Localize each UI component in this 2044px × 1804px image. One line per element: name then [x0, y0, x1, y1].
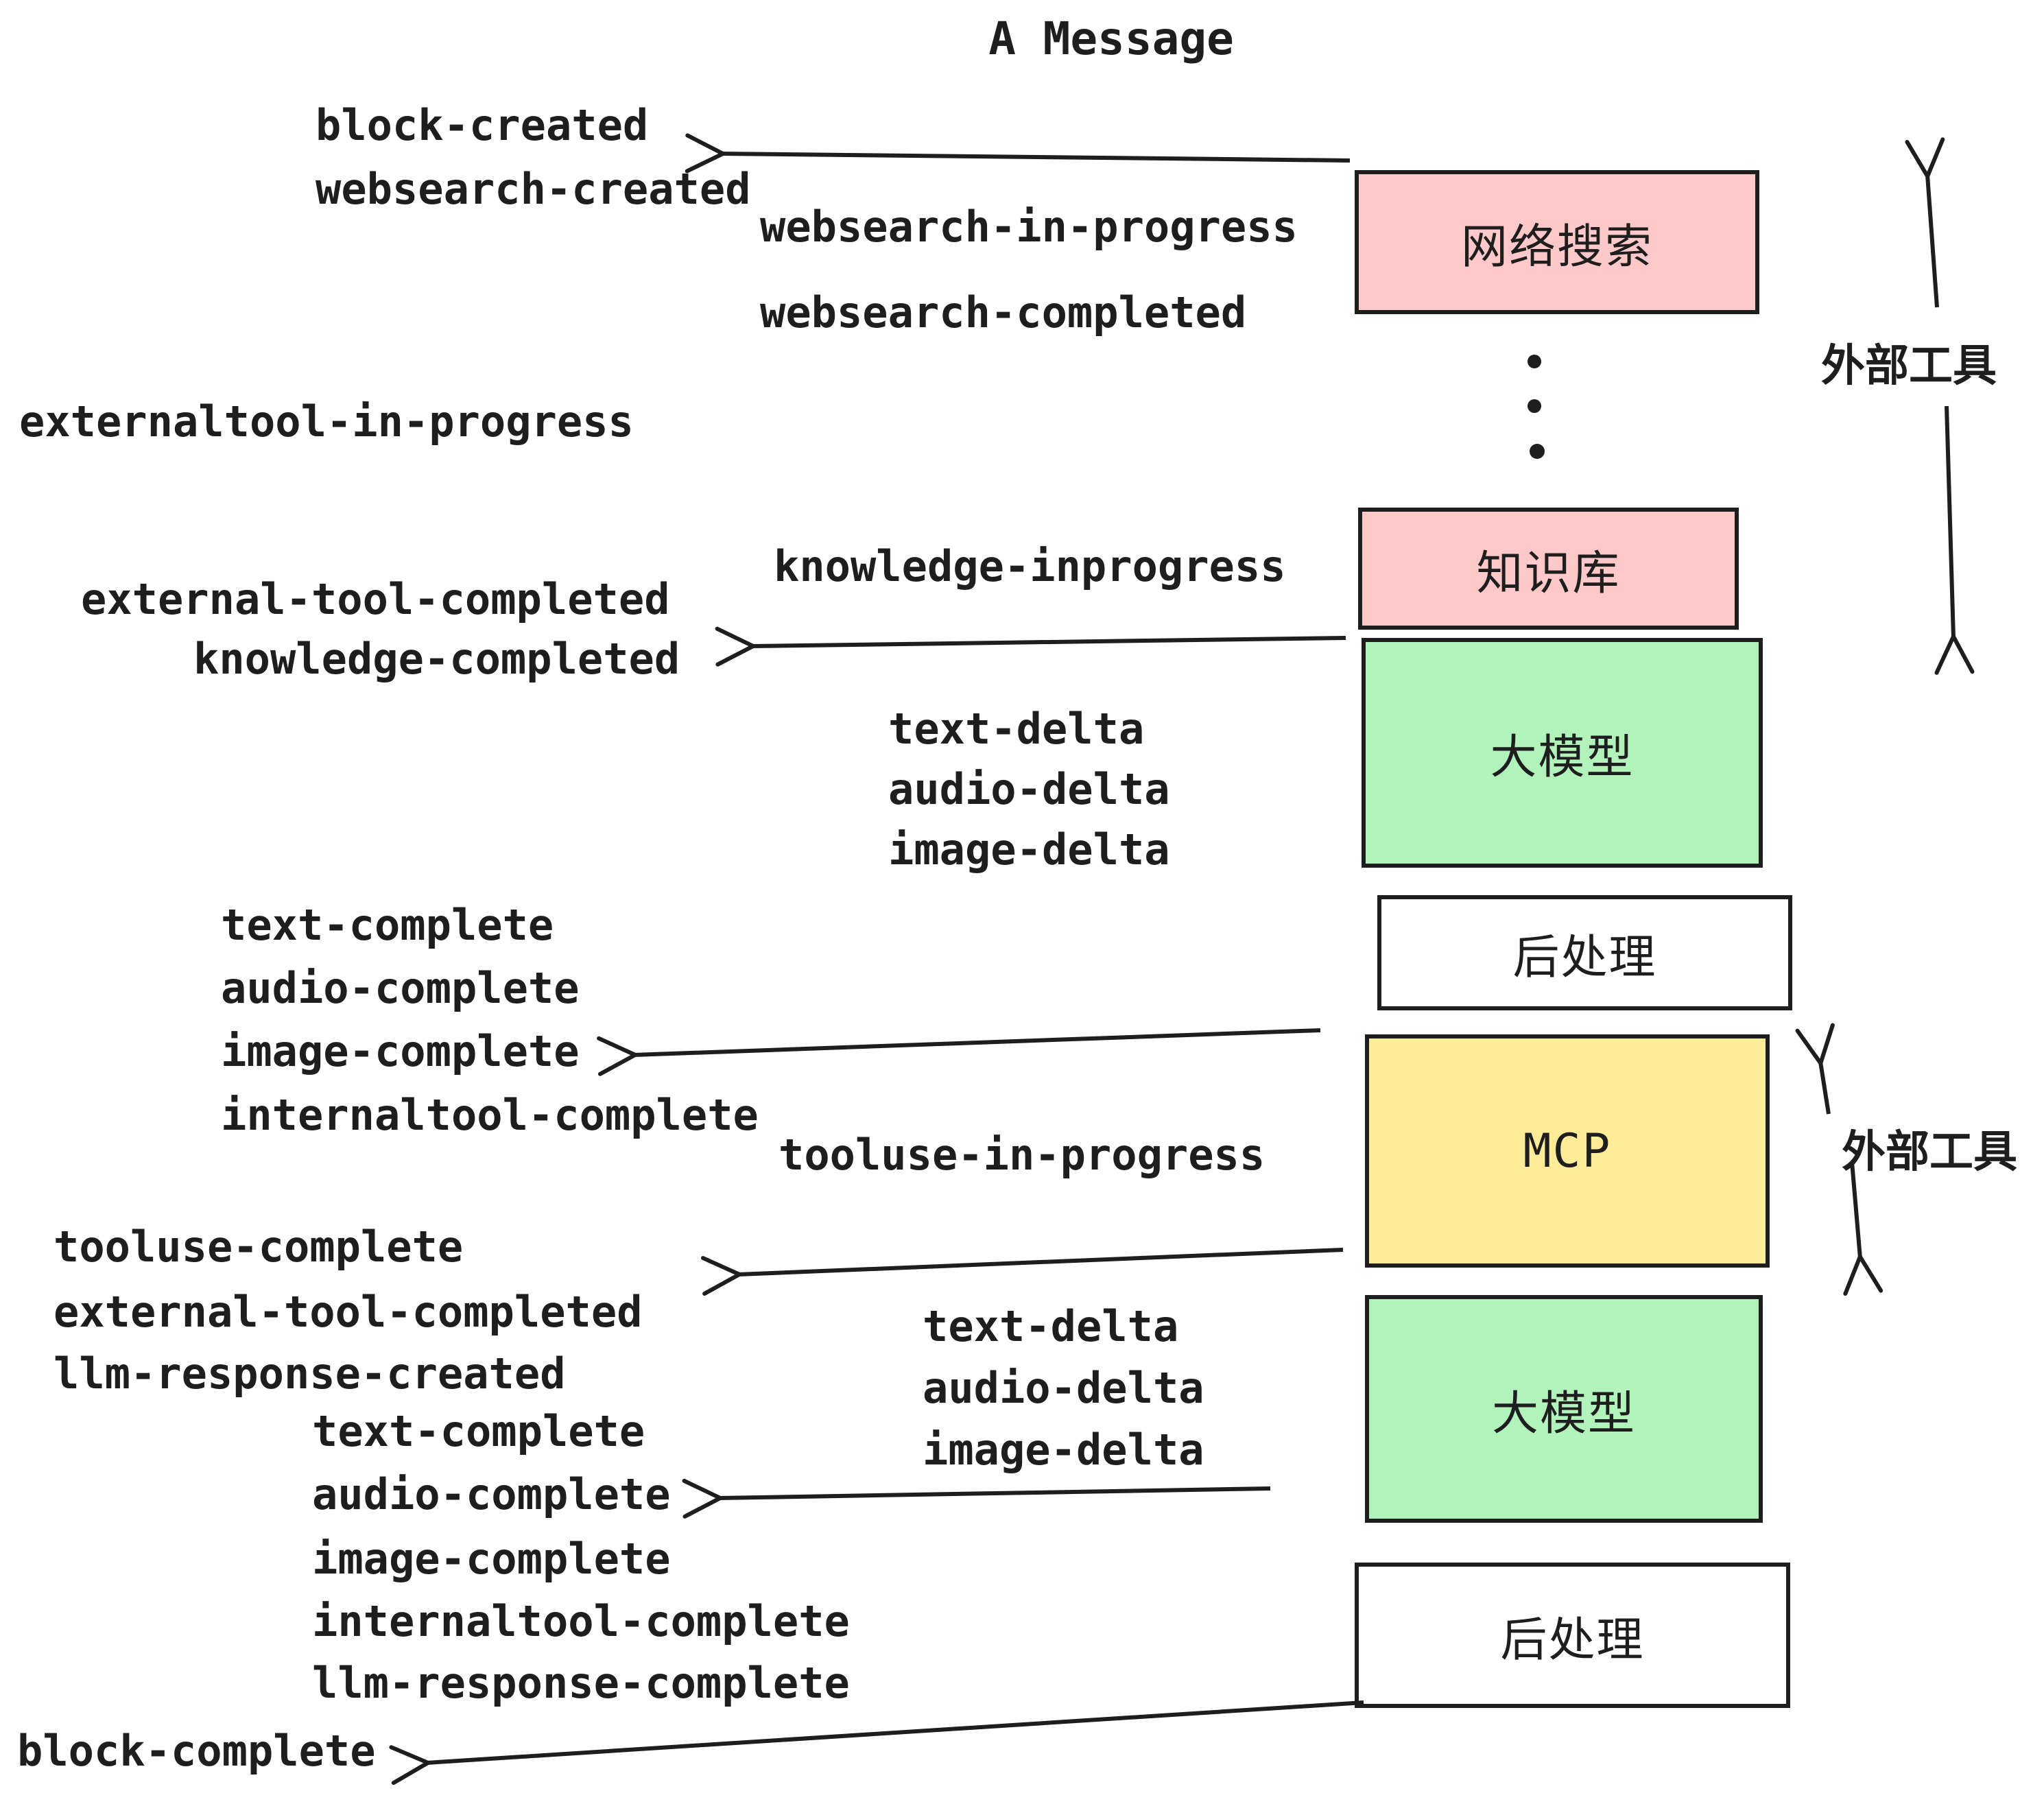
external-tools-label-2: 外部工具	[1842, 1127, 2017, 1176]
ellipsis-dots	[1528, 355, 1545, 459]
event-internaltool-complete-2: internaltool-complete	[312, 1596, 850, 1646]
event-audio-delta: audio-delta	[888, 764, 1170, 814]
event-knowledge-inprogress: knowledge-inprogress	[774, 541, 1286, 591]
box-llm-1-label: 大模型	[1490, 731, 1635, 785]
arrow-knowledge-completed	[752, 638, 1346, 646]
arrow-tooluse-complete	[738, 1248, 1344, 1274]
external-tools-2-up-arrow	[1820, 1062, 1829, 1115]
event-tooluse-complete: tooluse-complete	[54, 1222, 464, 1272]
box-postprocess-1-label: 后处理	[1512, 930, 1657, 985]
box-mcp: MCP	[1365, 1034, 1770, 1268]
arrow-image-complete	[634, 1028, 1321, 1055]
box-websearch: 网络搜索	[1355, 170, 1759, 314]
external-tools-1-down-arrow	[1947, 405, 1953, 638]
box-knowledge-label: 知识库	[1476, 546, 1621, 601]
box-llm-2: 大模型	[1365, 1295, 1763, 1523]
event-audio-complete-2: audio-complete	[312, 1469, 671, 1519]
event-llm-response-created: llm-response-created	[54, 1349, 566, 1399]
box-postprocess-2-label: 后处理	[1500, 1613, 1645, 1667]
box-knowledge: 知识库	[1358, 508, 1739, 630]
arrow-audio-complete	[719, 1488, 1271, 1498]
arrow-block-complete	[427, 1700, 1364, 1763]
box-websearch-label: 网络搜索	[1460, 219, 1653, 274]
event-block-created: block-created	[316, 100, 649, 150]
event-image-complete-2: image-complete	[312, 1534, 671, 1584]
event-tooluse-in-progress: tooluse-in-progress	[779, 1130, 1265, 1180]
event-websearch-created: websearch-created	[316, 164, 751, 214]
external-tools-label-1: 外部工具	[1821, 341, 1997, 390]
box-postprocess-2: 后处理	[1355, 1563, 1790, 1708]
event-websearch-in-progress: websearch-in-progress	[760, 202, 1298, 252]
external-tools-1-up-arrow	[1927, 175, 1937, 308]
event-llm-response-complete: llm-response-complete	[312, 1658, 850, 1708]
arrow-websearch-created	[722, 154, 1351, 161]
event-external-tool-completed-2: external-tool-completed	[54, 1287, 643, 1337]
event-block-complete: block-complete	[17, 1726, 376, 1776]
event-text-delta-2: text-delta	[923, 1301, 1179, 1351]
diagram-title: A Message	[988, 12, 1234, 65]
box-postprocess-1: 后处理	[1377, 895, 1792, 1010]
event-knowledge-completed: knowledge-completed	[193, 634, 680, 684]
event-audio-complete: audio-complete	[221, 963, 580, 1013]
event-audio-delta-2: audio-delta	[923, 1363, 1204, 1413]
event-internaltool-complete: internaltool-complete	[221, 1090, 759, 1140]
event-external-tool-completed: external-tool-completed	[81, 574, 670, 624]
box-mcp-label: MCP	[1523, 1124, 1612, 1178]
box-llm-1: 大模型	[1362, 638, 1763, 868]
event-text-delta: text-delta	[888, 704, 1145, 754]
event-externaltool-in-progress: externaltool-in-progress	[19, 396, 634, 447]
event-image-delta-2: image-delta	[923, 1425, 1204, 1475]
event-image-delta: image-delta	[888, 824, 1170, 875]
event-websearch-completed: websearch-completed	[760, 287, 1247, 337]
event-text-complete: text-complete	[221, 900, 554, 950]
event-text-complete-2: text-complete	[312, 1406, 645, 1456]
event-image-complete: image-complete	[221, 1026, 580, 1076]
box-llm-2-label: 大模型	[1491, 1386, 1636, 1441]
